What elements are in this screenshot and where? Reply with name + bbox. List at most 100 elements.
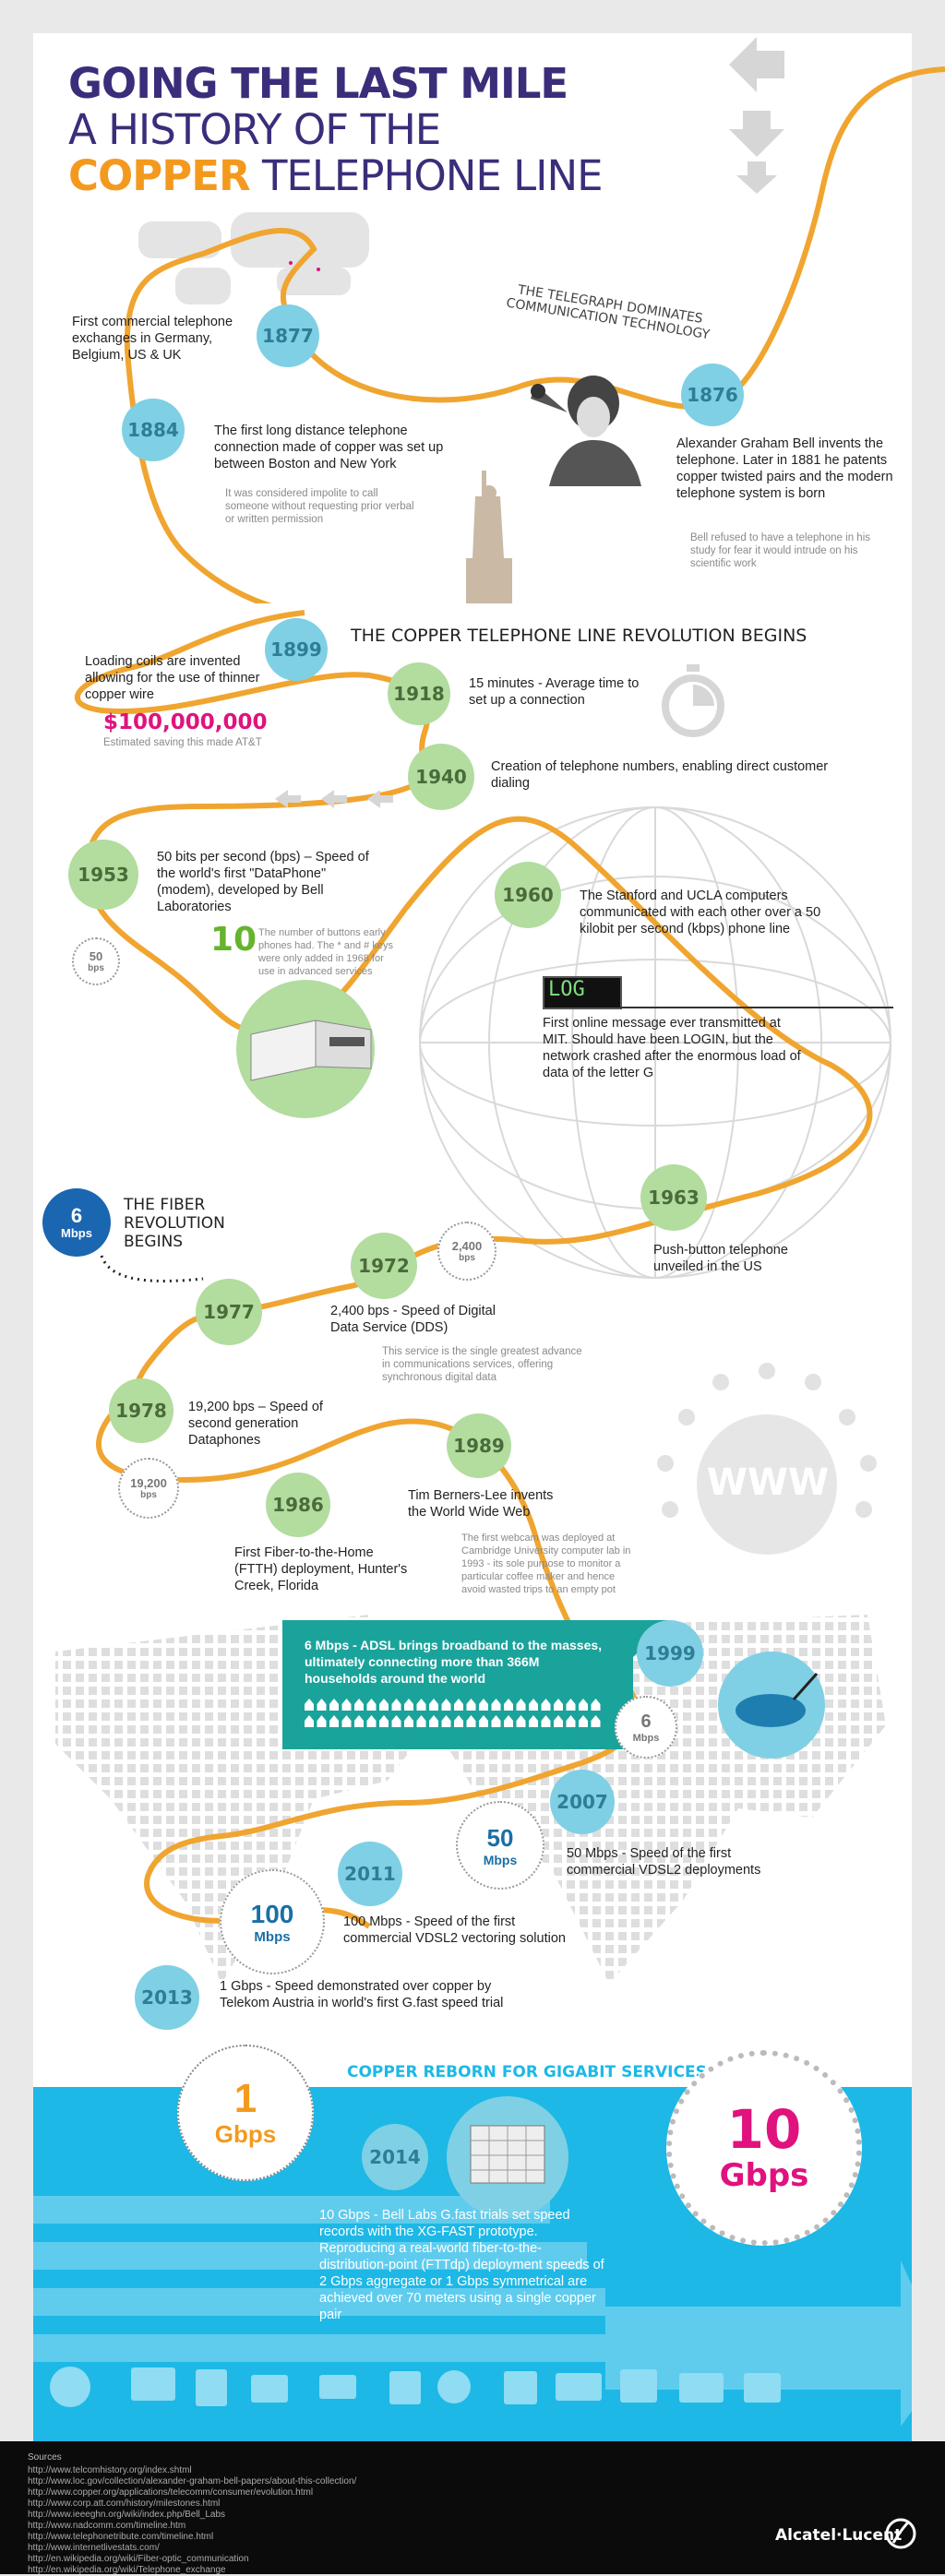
revolution-heading: THE COPPER TELEPHONE LINE REVOLUTION BEG… — [351, 626, 807, 646]
house-icon — [379, 1699, 389, 1711]
source-link[interactable]: http://en.wikipedia.org/wiki/Fiber-optic… — [28, 2554, 249, 2564]
house-icon — [479, 1715, 488, 1727]
event-1977-note: This service is the single greatest adva… — [382, 1346, 582, 1383]
year-1963-badge: 1963 — [640, 1164, 707, 1231]
left-arrows-icon — [275, 790, 393, 808]
year-1972-label: 1972 — [358, 1255, 410, 1277]
speed-1gbps-num: 1 — [233, 2075, 257, 2121]
source-link[interactable]: http://www.telcomhistory.org/index.shtml — [28, 2465, 192, 2475]
house-icon — [416, 1715, 426, 1727]
house-icon — [354, 1715, 364, 1727]
source-link[interactable]: http://www.telephonetribute.com/timeline… — [28, 2532, 214, 2542]
year-1999-badge: 1999 — [637, 1620, 703, 1687]
event-1876-text: Alexander Graham Bell invents the teleph… — [676, 436, 893, 501]
fiber-dotted-line — [100, 1255, 204, 1282]
house-icon — [317, 1699, 327, 1711]
year-1940-badge: 1940 — [408, 744, 474, 810]
house-icon — [441, 1715, 451, 1727]
title-block: GOING THE LAST MILE A HISTORY OF THE COP… — [68, 61, 714, 199]
speed-2400bps-num: 2,400 — [451, 1239, 483, 1253]
house-icon — [516, 1715, 526, 1727]
year-1989-badge: 1989 — [447, 1413, 511, 1478]
house-icon — [441, 1699, 451, 1711]
year-1899-badge: 1899 — [265, 618, 328, 681]
house-icon — [391, 1715, 401, 1727]
year-1963-label: 1963 — [648, 1187, 700, 1209]
year-2011-label: 2011 — [344, 1863, 396, 1885]
event-1986-text: First Fiber-to-the-Home (FTTH) deploymen… — [234, 1545, 408, 1593]
speed-100mbps-num: 100 — [250, 1899, 294, 1928]
house-icon — [366, 1715, 377, 1727]
event-1899-text: Loading coils are invented allowing for … — [85, 654, 260, 702]
year-1978-badge: 1978 — [109, 1378, 173, 1443]
world-map-graphic — [138, 212, 369, 304]
event-1876-note: Bell refused to have a telephone in his … — [690, 532, 870, 569]
year-2007-badge: 2007 — [550, 1770, 615, 1834]
brand-swirl-icon — [885, 2518, 916, 2549]
speed-50mbps-num: 50 — [486, 1823, 514, 1852]
year-1978-label: 1978 — [115, 1400, 167, 1422]
title-line-3: COPPER TELEPHONE LINE — [68, 153, 714, 199]
house-icon — [466, 1715, 476, 1727]
source-link[interactable]: http://www.ieeeghn.org/wiki/index.php/Be… — [28, 2510, 226, 2520]
event-1940-text: Creation of telephone numbers, enabling … — [491, 759, 829, 791]
event-1918-text: 15 minutes - Average time to set up a co… — [469, 676, 640, 708]
house-icon — [554, 1715, 563, 1727]
fiber-speed-unit: Mbps — [61, 1225, 92, 1240]
adsl-banner-text: 6 Mbps - ADSL brings broadband to the ma… — [305, 1638, 603, 1686]
source-link[interactable]: http://www.copper.org/applications/telec… — [28, 2487, 314, 2498]
source-link[interactable]: http://www.internetlivestats.com/ — [28, 2543, 160, 2553]
year-1972-badge: 1972 — [351, 1233, 417, 1299]
year-2011-badge: 2011 — [338, 1842, 402, 1906]
house-icon — [379, 1715, 389, 1727]
year-1918-label: 1918 — [393, 683, 445, 705]
speed-6mbps-unit: Mbps — [632, 1732, 660, 1744]
house-icon — [454, 1699, 463, 1711]
title-telephone-line: TELEPHONE LINE — [249, 151, 604, 200]
event-1977-text: 2,400 bps - Speed of Digital Data Servic… — [330, 1304, 496, 1335]
year-1876-label: 1876 — [687, 384, 738, 406]
source-link[interactable]: http://www.corp.att.com/history/mileston… — [28, 2498, 221, 2509]
sources-list: http://www.telcomhistory.org/index.shtml… — [28, 2465, 581, 2576]
amount-saved-note: Estimated saving this made AT&T — [103, 737, 262, 748]
house-icon — [341, 1699, 352, 1711]
year-1940-label: 1940 — [415, 766, 467, 788]
house-icon — [317, 1715, 327, 1727]
speed-50bps-num: 50 — [89, 949, 103, 963]
fiber-heading: THE FIBER REVOLUTION BEGINS — [124, 1196, 225, 1251]
stopwatch-icon — [662, 664, 724, 737]
event-1963-text: Push-button telephone unveiled in the US — [653, 1243, 788, 1274]
event-2007-text: 50 Mbps - Speed of the first commercial … — [567, 1846, 761, 1878]
year-1953-badge: 1953 — [68, 840, 138, 910]
source-link[interactable]: http://www.loc.gov/collection/alexander-… — [28, 2476, 357, 2487]
houses-icon — [305, 1699, 601, 1727]
year-1918-badge: 1918 — [388, 662, 450, 725]
modem-icon — [250, 1020, 372, 1081]
speed-50mbps-unit: Mbps — [483, 1852, 518, 1867]
source-link[interactable]: http://www.nadcomm.com/timeline.htm — [28, 2521, 186, 2531]
event-1960-text: The Stanford and UCLA computers communic… — [580, 888, 821, 936]
building-icon — [470, 2125, 545, 2184]
year-2013-badge: 2013 — [135, 1965, 199, 2030]
house-icon — [329, 1715, 339, 1727]
log-screen — [543, 976, 622, 1009]
house-icon — [579, 1699, 588, 1711]
source-link[interactable]: http://en.wikipedia.org/wiki/Telephone_e… — [28, 2565, 226, 2575]
house-icon — [591, 1715, 601, 1727]
buttons-note: The number of buttons early phones had. … — [258, 927, 393, 977]
house-icon — [404, 1715, 413, 1727]
year-1884-label: 1884 — [127, 419, 179, 441]
year-1876-badge: 1876 — [681, 364, 744, 426]
event-2013-text: 1 Gbps - Speed demonstrated over copper … — [220, 1979, 504, 2010]
speed-19200bps-num: 19,200 — [130, 1476, 167, 1490]
log-screen-text: LOG — [548, 978, 585, 1001]
house-icon — [529, 1715, 538, 1727]
event-1978-text: 19,200 bps – Speed of second generation … — [188, 1400, 323, 1448]
house-icon — [566, 1715, 576, 1727]
house-icon — [479, 1699, 488, 1711]
